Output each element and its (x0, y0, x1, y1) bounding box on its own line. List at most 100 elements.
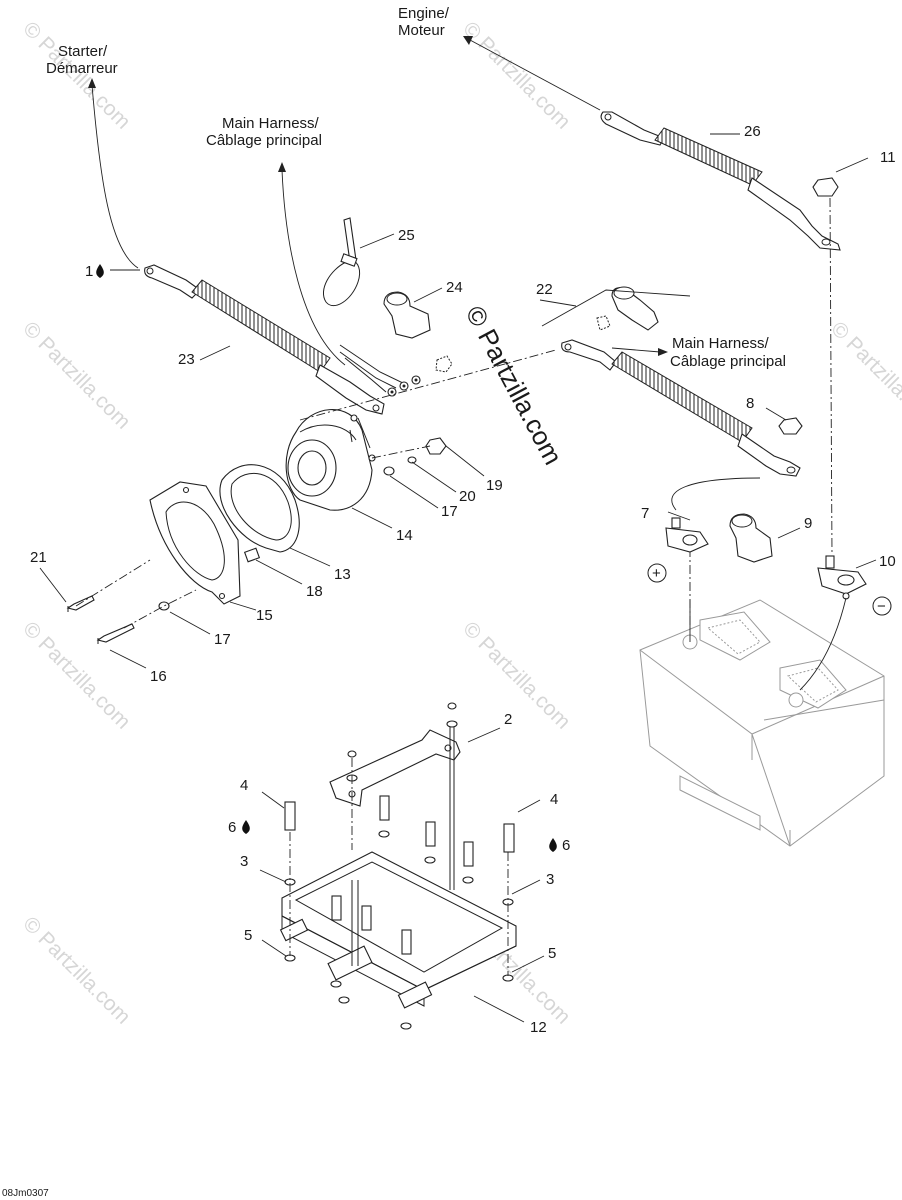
callout-17: 17 (441, 503, 458, 520)
cable-tie-25 (323, 217, 361, 307)
watermark: © Partzilla.com (18, 317, 134, 433)
tray-12 (279, 851, 517, 1009)
label-main-harness-right: Main Harness/ Câblage principal (670, 335, 786, 370)
screw-21 (66, 595, 95, 612)
nut-19 (425, 437, 447, 455)
callout-6b: 6 (562, 837, 570, 854)
arrow-harness-top (278, 162, 286, 172)
svg-text:Démarreur: Démarreur (46, 60, 118, 77)
washer-20 (407, 456, 417, 464)
svg-text:Câblage principal: Câblage principal (206, 132, 322, 149)
spacer-18 (243, 547, 261, 563)
washer-17 (383, 466, 395, 476)
callout-18: 18 (306, 583, 323, 600)
callout-4a: 4 (240, 777, 248, 794)
callout-17b: 17 (214, 631, 231, 648)
boot-24 (383, 291, 431, 339)
leader-lines (39, 133, 877, 1023)
polarity-minus-icon: − (872, 596, 892, 616)
callout-22: 22 (536, 281, 553, 298)
callout-7: 7 (641, 505, 649, 522)
callout-14: 14 (396, 527, 413, 544)
label-main-harness-top: Main Harness/ Câblage principal (206, 115, 322, 149)
screw-16 (96, 623, 135, 644)
watermark-group: © Partzilla.com © Partzilla.com © Partzi… (18, 17, 902, 1028)
callout-3b: 3 (546, 871, 554, 888)
route-harness-top (281, 169, 346, 366)
axis-line (299, 349, 557, 421)
callout-9: 9 (804, 515, 812, 532)
solenoid-14 (285, 409, 376, 511)
arrow-starter (88, 78, 96, 88)
arrow-harness-right (658, 348, 668, 356)
polarity-plus-icon: + (647, 563, 667, 583)
callout-8: 8 (746, 395, 754, 412)
strap-2 (329, 729, 461, 807)
callout-20: 20 (459, 488, 476, 505)
callouts: 1 26 11 25 24 23 22 8 9 7 10 19 20 17 14… (30, 123, 896, 1036)
tray-bolts (284, 702, 515, 1030)
callout-19: 19 (486, 477, 503, 494)
callout-11: 11 (880, 149, 896, 166)
callout-5b: 5 (548, 945, 556, 962)
svg-text:Câblage principal: Câblage principal (670, 353, 786, 370)
battery (639, 597, 885, 847)
cable-22 (541, 286, 801, 477)
harness-wires (339, 344, 453, 397)
boot-9 (729, 513, 773, 563)
callout-26: 26 (744, 123, 761, 140)
terminal-10 (817, 555, 867, 600)
callout-23: 23 (178, 351, 195, 368)
arrow-engine (463, 36, 473, 45)
callout-5a: 5 (244, 927, 252, 944)
nut-11 (812, 177, 839, 197)
callout-24: 24 (446, 279, 463, 296)
watermark: © Partzilla.com (458, 617, 574, 733)
callout-1: 1 (85, 263, 93, 280)
svg-text:+: + (652, 565, 661, 582)
cable-23 (144, 264, 385, 415)
watermark: © Partzilla.com (18, 912, 134, 1028)
watermark: © Partzilla.com (826, 317, 902, 433)
label-starter: Starter/ Démarreur (46, 43, 118, 77)
oil-drop-icon (549, 838, 557, 852)
callout-15: 15 (256, 607, 273, 624)
callout-12: 12 (530, 1019, 547, 1036)
callout-21: 21 (30, 549, 47, 566)
diagram-code: 08Jm0307 (2, 1188, 49, 1199)
svg-text:Starter/: Starter/ (58, 43, 108, 60)
axis-line (75, 559, 151, 607)
oil-drop-icon (242, 820, 250, 834)
washer-17b (158, 601, 170, 611)
watermark: © Partzilla.com (458, 17, 574, 133)
nut-8 (778, 417, 803, 435)
cable-26 (600, 111, 841, 251)
route-starter (91, 84, 139, 269)
route-engine (469, 39, 601, 111)
axis-line (123, 589, 197, 629)
axis-line (371, 445, 431, 459)
svg-text:−: − (877, 598, 886, 615)
svg-text:Main Harness/: Main Harness/ (222, 115, 320, 132)
label-engine: Engine/ Moteur (398, 5, 450, 39)
callout-16: 16 (150, 668, 167, 685)
callout-10: 10 (879, 553, 896, 570)
svg-text:Engine/: Engine/ (398, 5, 450, 22)
callout-25: 25 (398, 227, 415, 244)
flange-15 (149, 481, 241, 605)
callout-6a: 6 (228, 819, 236, 836)
axis-line (829, 197, 833, 556)
wire-7 (671, 477, 761, 511)
svg-text:Moteur: Moteur (398, 22, 445, 39)
route-harness-right (611, 347, 661, 353)
oil-drop-icon (96, 264, 104, 278)
watermark-main: © Partzilla.com (460, 301, 569, 470)
gasket-13 (219, 464, 300, 553)
callout-4b: 4 (550, 791, 558, 808)
svg-text:Main Harness/: Main Harness/ (672, 335, 770, 352)
callout-13: 13 (334, 566, 351, 583)
terminal-7 (665, 517, 709, 553)
callout-3a: 3 (240, 853, 248, 870)
callout-2: 2 (504, 711, 512, 728)
